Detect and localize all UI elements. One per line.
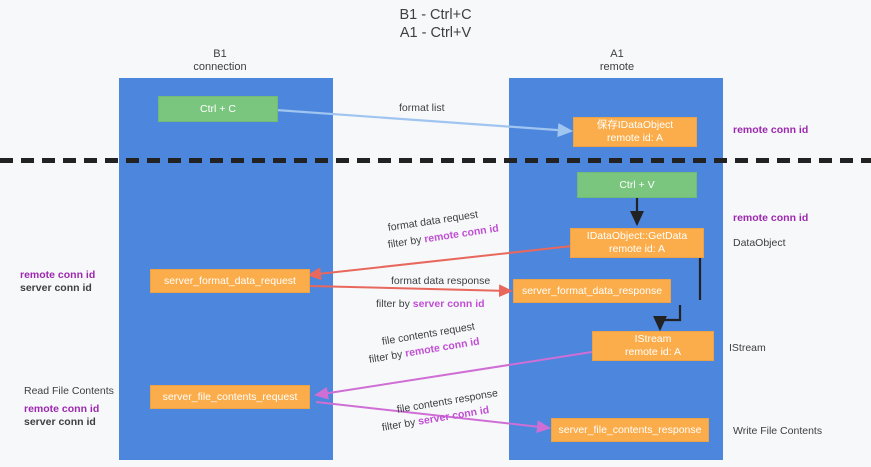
- edge-filter-prefix-1: filter by: [387, 233, 426, 251]
- node-server-file-contents-response[interactable]: server_file_contents_response: [551, 418, 709, 442]
- node-server-file-contents-request-label: server_file_contents_request: [162, 390, 298, 403]
- node-idataobject-getdata-line1: IDataObject::GetData: [586, 230, 688, 242]
- annotation-istream: IStream: [729, 342, 766, 354]
- node-server-format-data-response[interactable]: server_format_data_response: [513, 279, 671, 303]
- node-idataobject-getdata[interactable]: IDataObject::GetData remote id: A: [570, 228, 704, 258]
- node-ctrl-v[interactable]: Ctrl + V: [577, 172, 697, 198]
- phase-divider: [0, 158, 871, 163]
- node-ctrl-c-label: Ctrl + C: [200, 102, 236, 115]
- edge-filter-format-data-response: filter by server conn id: [376, 298, 485, 311]
- column-a1-name: A1: [610, 48, 624, 60]
- node-server-file-contents-request[interactable]: server_file_contents_request: [150, 385, 310, 409]
- annotation-write-file-contents: Write File Contents: [733, 425, 823, 437]
- annotation-remote-conn-id-mid: remote conn id: [733, 212, 809, 224]
- edge-filter-prefix-3: filter by: [368, 347, 407, 366]
- annotation-left-server-conn-id-2: server conn id: [24, 416, 96, 428]
- annotation-dataobject: DataObject: [733, 237, 786, 249]
- column-header-b1: B1 connection: [155, 48, 285, 74]
- node-server-format-data-request-label: server_format_data_request: [164, 274, 296, 287]
- column-b1-sub: connection: [193, 61, 247, 73]
- column-a1-sub: remote: [599, 61, 635, 73]
- node-idataobject-top-line2: remote id: A: [606, 132, 664, 144]
- edge-filter-prefix-2: filter by: [376, 298, 413, 310]
- annotation-read-file-contents: Read File Contents: [24, 385, 114, 397]
- node-istream[interactable]: IStream remote id: A: [592, 331, 714, 361]
- page-title: B1 - Ctrl+C A1 - Ctrl+V: [0, 6, 871, 42]
- node-ctrl-c[interactable]: Ctrl + C: [158, 96, 278, 122]
- title-line-1: B1 - Ctrl+C: [399, 7, 472, 23]
- node-server-file-contents-response-label: server_file_contents_response: [558, 423, 702, 436]
- annotation-left-remote-conn-id-2: remote conn id: [24, 403, 100, 415]
- column-b1-name: B1: [213, 48, 227, 60]
- node-istream-line2: remote id: A: [624, 346, 682, 358]
- annotation-left-remote-conn-id: remote conn id: [20, 269, 96, 281]
- node-idataobject-top[interactable]: 保存IDataObject remote id: A: [573, 117, 697, 147]
- edge-label-format-data-response: format data response: [391, 275, 491, 287]
- edge-filter-key-2: server conn id: [412, 298, 485, 310]
- node-idataobject-getdata-line2: remote id: A: [608, 243, 666, 255]
- annotation-remote-conn-id-top: remote conn id: [733, 124, 809, 136]
- node-istream-line1: IStream: [634, 333, 672, 345]
- column-header-a1: A1 remote: [552, 48, 682, 74]
- node-server-format-data-response-label: server_format_data_response: [521, 284, 663, 297]
- edge-filter-prefix-4: filter by: [381, 415, 420, 434]
- node-server-format-data-request[interactable]: server_format_data_request: [150, 269, 310, 293]
- annotation-left-server-conn-id: server conn id: [20, 282, 92, 294]
- title-line-2: A1 - Ctrl+V: [399, 25, 472, 41]
- node-idataobject-top-line1: 保存IDataObject: [596, 119, 674, 131]
- node-ctrl-v-label: Ctrl + V: [619, 178, 655, 191]
- edge-label-format-list: format list: [399, 102, 445, 114]
